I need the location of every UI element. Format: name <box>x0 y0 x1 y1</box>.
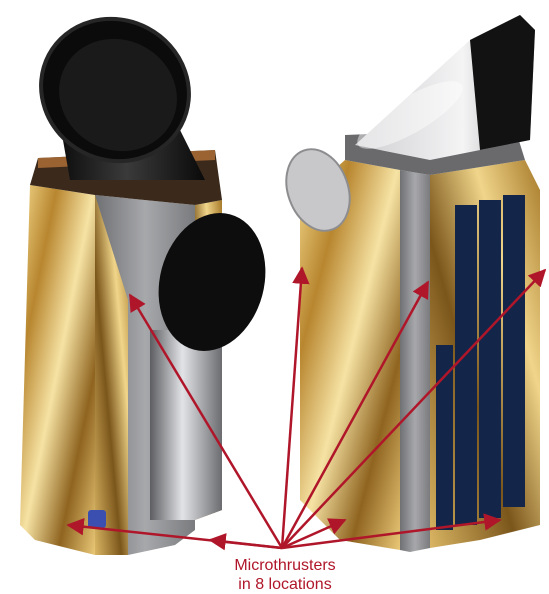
spacecraft-right <box>285 15 540 552</box>
left-thruster-decal <box>88 510 106 528</box>
right-hood-dark <box>470 15 535 150</box>
solar-panel <box>436 345 453 530</box>
caption-line-2: in 8 locations <box>238 576 332 593</box>
spacecraft-left <box>20 16 266 555</box>
right-foil-left <box>300 160 400 550</box>
caption-line-1: Microthrusters <box>234 557 336 574</box>
right-solar-array <box>436 195 525 530</box>
right-hood-shine <box>357 81 463 149</box>
thruster-arrow-5 <box>280 280 430 549</box>
left-black-disk <box>158 213 266 351</box>
solar-panel <box>479 200 501 518</box>
thruster-arrow-6 <box>281 268 547 549</box>
left-tube-inner <box>59 38 177 152</box>
solar-panel <box>503 195 525 507</box>
left-foil-side <box>95 195 128 555</box>
left-silver-panel <box>150 330 222 520</box>
thruster-arrow-4 <box>280 266 310 549</box>
left-foil-front <box>20 185 95 555</box>
thruster-arrow-8 <box>281 513 502 550</box>
right-grey-panel <box>400 170 430 552</box>
thruster-arrow-3 <box>208 533 283 551</box>
thruster-arrow-7 <box>281 518 347 550</box>
solar-panel <box>455 205 477 525</box>
right-round-shield <box>285 148 351 232</box>
microthruster-arrows <box>66 266 547 551</box>
thruster-arrow-2 <box>128 293 284 549</box>
